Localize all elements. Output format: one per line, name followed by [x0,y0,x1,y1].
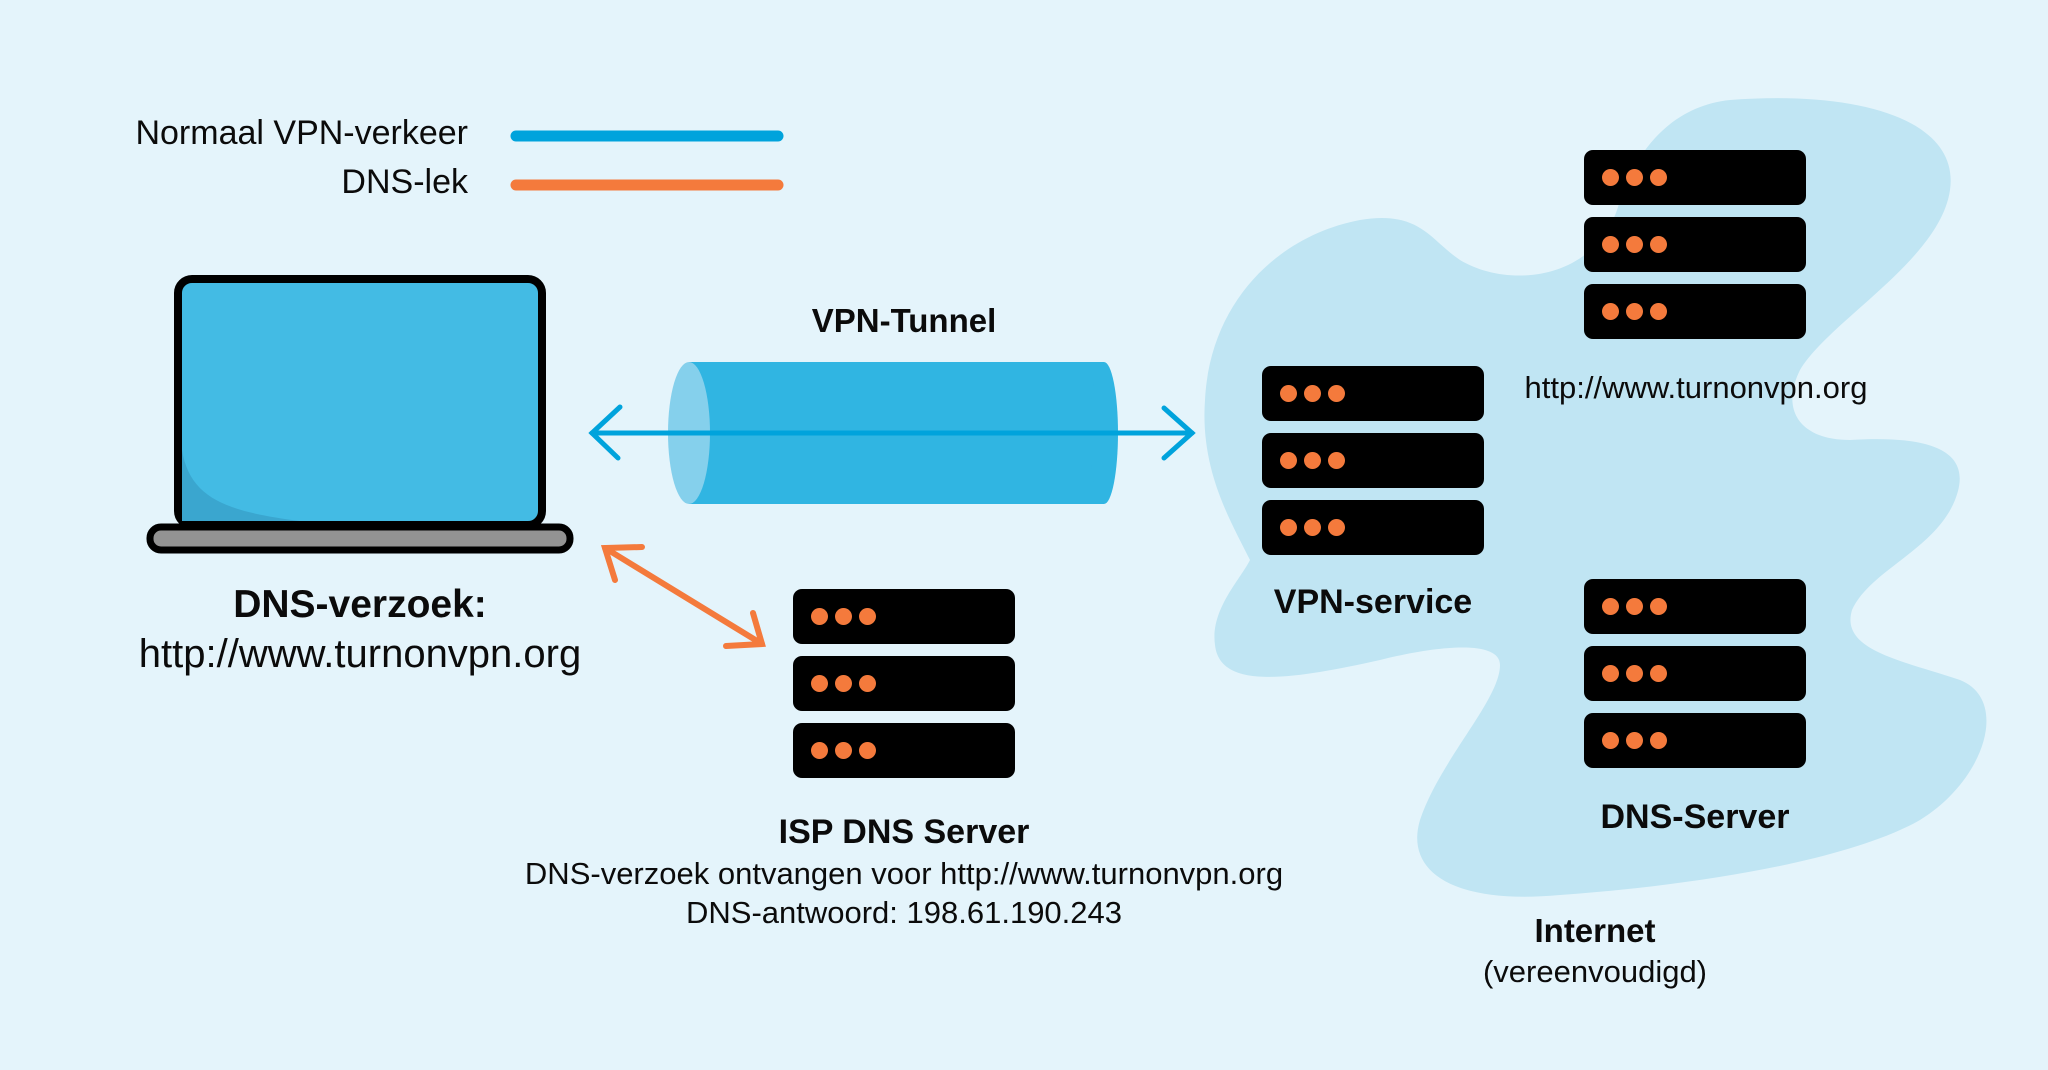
server-status-light-icon [1650,303,1667,320]
server-status-light-icon [859,675,876,692]
server-status-light-icon [1304,385,1321,402]
isp-dns-request-received: DNS-verzoek ontvangen voor http://www.tu… [524,856,1284,891]
server-status-light-icon [1602,303,1619,320]
dns-request-title: DNS-verzoek: [233,583,487,626]
internet-title: Internet [1534,912,1656,949]
server-status-light-icon [1304,519,1321,536]
server-status-light-icon [811,742,828,759]
isp-dns-server-title: ISP DNS Server [778,813,1030,851]
internet-subtitle: (vereenvoudigd) [1482,954,1708,989]
vpn-service-server-icon [1262,366,1484,567]
web-server-url: http://www.turnonvpn.org [1524,370,1868,405]
server-status-light-icon [1280,452,1297,469]
server-status-light-icon [1280,385,1297,402]
server-status-light-icon [811,608,828,625]
server-status-light-icon [859,608,876,625]
isp-dns-answer: DNS-antwoord: 198.61.190.243 [685,895,1123,930]
server-status-light-icon [1650,598,1667,615]
web-server-icon [1584,150,1806,351]
server-status-light-icon [1602,169,1619,186]
server-rack-unit [1584,579,1806,634]
server-status-light-icon [1626,236,1643,253]
server-status-light-icon [835,742,852,759]
server-status-light-icon [1328,519,1345,536]
server-rack-unit [1584,284,1806,339]
dns-server-label: DNS-Server [1600,798,1790,836]
server-status-light-icon [1602,665,1619,682]
vpn-service-label: VPN-service [1273,583,1473,621]
legend-label-normal-traffic: Normaal VPN-verkeer [135,114,468,152]
server-status-light-icon [835,608,852,625]
server-rack-unit [793,656,1015,711]
server-rack-unit [1584,713,1806,768]
server-rack-unit [1584,646,1806,701]
server-status-light-icon [1650,665,1667,682]
server-status-light-icon [1280,519,1297,536]
server-status-light-icon [1650,236,1667,253]
server-status-light-icon [835,675,852,692]
server-status-light-icon [1328,385,1345,402]
vpn-tunnel-label: VPN-Tunnel [811,302,997,339]
legend-label-dns-leak: DNS-lek [341,163,468,201]
server-rack-unit [793,589,1015,644]
server-status-light-icon [1626,598,1643,615]
server-status-light-icon [1304,452,1321,469]
server-rack-unit [793,723,1015,778]
server-rack-unit [1584,150,1806,205]
server-status-light-icon [1626,665,1643,682]
server-status-light-icon [1602,732,1619,749]
server-status-light-icon [1626,303,1643,320]
server-status-light-icon [1650,732,1667,749]
dns-server-icon [1584,579,1806,780]
server-status-light-icon [1328,452,1345,469]
server-rack-unit [1584,217,1806,272]
server-status-light-icon [811,675,828,692]
server-status-light-icon [1626,169,1643,186]
server-status-light-icon [1626,732,1643,749]
server-rack-unit [1262,500,1484,555]
server-rack-unit [1262,366,1484,421]
server-status-light-icon [1602,236,1619,253]
server-rack-unit [1262,433,1484,488]
server-status-light-icon [859,742,876,759]
isp-dns-server-icon [793,589,1015,790]
server-status-light-icon [1650,169,1667,186]
server-status-light-icon [1602,598,1619,615]
dns-request-url: http://www.turnonvpn.org [138,632,582,676]
